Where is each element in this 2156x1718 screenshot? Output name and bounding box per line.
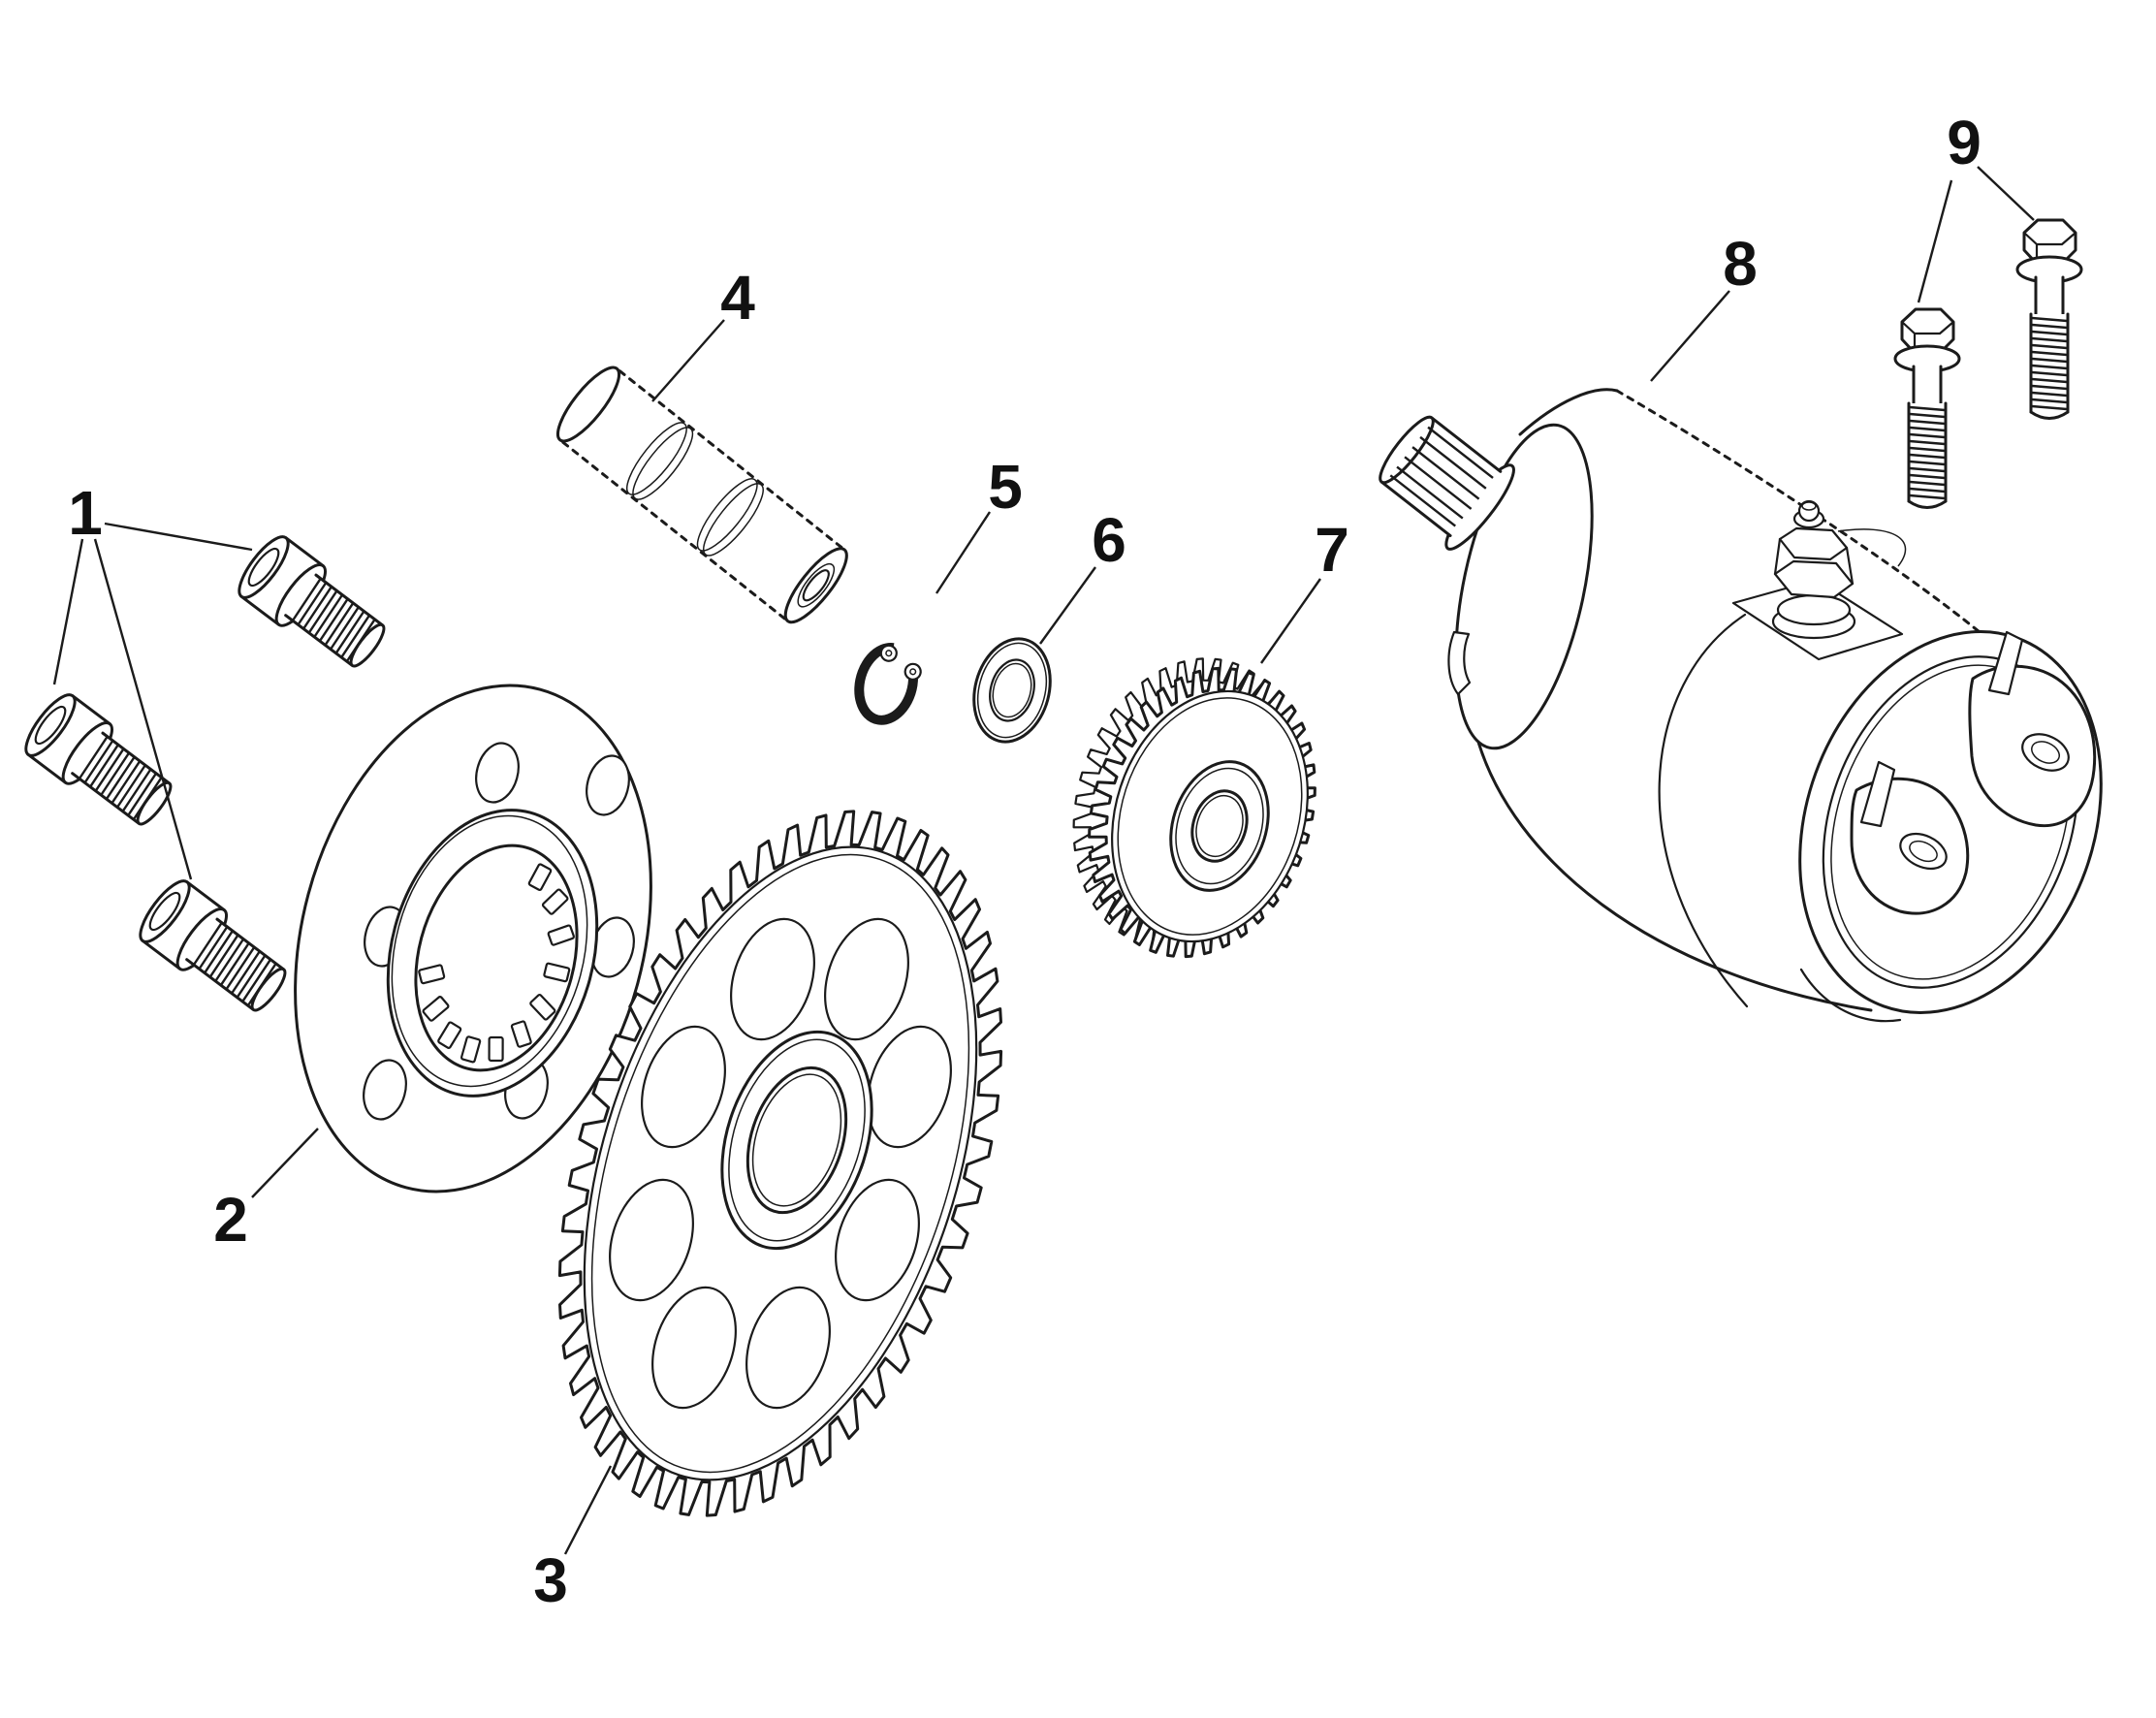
flange-bolt-left: [1893, 307, 1961, 509]
leader-line: [1917, 179, 1953, 303]
leader-line: [104, 522, 253, 552]
callout-1: 1: [52, 478, 253, 880]
ear-rib-lower: [1859, 760, 1896, 828]
part-6-washer: [972, 637, 1052, 744]
part-9-flange-bolts: [1893, 218, 2083, 509]
flange-bolt-right: [2015, 218, 2083, 420]
callout-6: 6: [1039, 505, 1126, 645]
leader-line: [1650, 290, 1730, 382]
leader-line: [1977, 166, 2035, 221]
part-2-starter-clutch: [294, 684, 652, 1193]
callout-8-label: 8: [1723, 229, 1758, 299]
socket-bolt-c: [131, 873, 299, 1026]
socket-bolt-a: [230, 528, 397, 682]
leader-line: [651, 319, 725, 402]
leader-line: [1039, 566, 1096, 645]
clutch-bore: [414, 843, 579, 1072]
leader-line: [935, 511, 992, 594]
callout-5-label: 5: [988, 452, 1023, 522]
driven-gear-lightening-holes: [609, 917, 952, 1410]
idler-gear-bore: [1190, 789, 1249, 863]
leader-line: [52, 538, 84, 685]
motor-rear-flange: [1798, 630, 2103, 1023]
part-8-starter-motor: [1379, 388, 2103, 1023]
driven-gear-bore: [745, 1066, 848, 1215]
callout-3: 3: [533, 1465, 613, 1615]
terminal-nut-upper: [1778, 526, 1849, 561]
callout-2-label: 2: [213, 1185, 248, 1255]
leader-line: [563, 1465, 613, 1555]
callout-3-label: 3: [533, 1545, 568, 1615]
leader-line: [93, 538, 193, 880]
callout-8: 8: [1650, 229, 1758, 382]
part-4-idler-shaft: [555, 366, 848, 624]
callouts: 1 2 3 4 5 6 7 8: [52, 108, 2035, 1615]
leader-line: [1260, 578, 1321, 664]
callout-7-label: 7: [1315, 515, 1349, 585]
callout-4: 4: [651, 263, 755, 402]
motor-terminal: [1731, 499, 1907, 661]
motor-spline-shaft: [1379, 415, 1515, 551]
part-7-idler-gear: [1072, 657, 1316, 959]
callout-9-label: 9: [1947, 108, 1982, 177]
callout-6-label: 6: [1092, 505, 1126, 575]
leader-line: [251, 1128, 319, 1198]
callout-5: 5: [935, 452, 1023, 594]
callout-9: 9: [1917, 108, 2035, 303]
callout-7: 7: [1260, 515, 1349, 664]
motor-top-edge: [1615, 389, 1982, 634]
sprag-rollers: [418, 863, 575, 1064]
part-5-snap-ring: [854, 643, 922, 725]
callout-4-label: 4: [720, 263, 755, 333]
callout-1-label: 1: [68, 478, 103, 548]
driven-gear-rim: [583, 845, 978, 1481]
motor-band-seam: [1658, 613, 1749, 1008]
callout-2: 2: [213, 1128, 319, 1255]
part-3-driven-gear: [557, 810, 1003, 1517]
cap-tab: [1447, 630, 1472, 696]
terminal-wire: [1837, 528, 1907, 567]
ear-rib-upper: [1987, 630, 2024, 696]
